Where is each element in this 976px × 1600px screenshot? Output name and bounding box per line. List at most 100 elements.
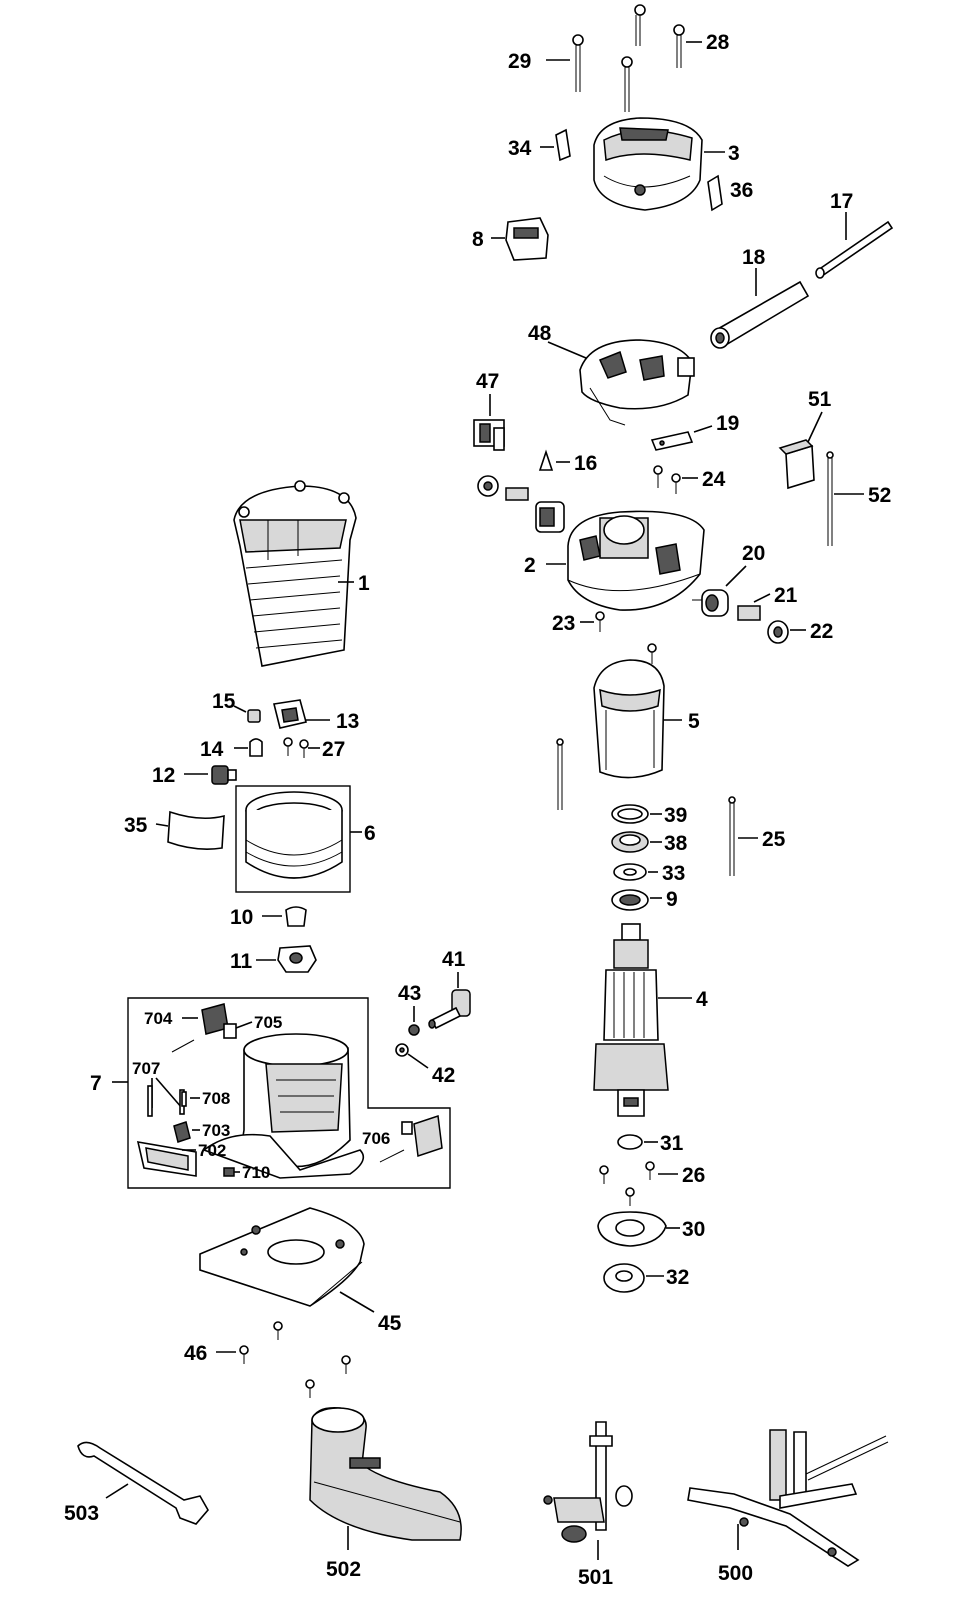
label-500: 500: [718, 1562, 753, 1585]
clip-part-14: [249, 738, 263, 757]
label-38: 38: [664, 832, 688, 855]
knob-part-12: [211, 765, 237, 785]
label-32: 32: [666, 1266, 689, 1289]
lever-part-8: [505, 217, 549, 261]
fixed-base-part-7: [202, 1033, 365, 1179]
edge-guide-part-500: [687, 1429, 889, 1567]
label-42: 42: [432, 1064, 455, 1087]
label-16: 16: [574, 452, 597, 475]
pin-part-708: [181, 1091, 187, 1107]
label-702: 702: [198, 1141, 226, 1160]
ring-part-31: [617, 1134, 643, 1150]
wrench-part-503: [77, 1441, 209, 1525]
armature-part-4: [593, 923, 669, 1117]
long-rod-part-52: [826, 451, 834, 546]
screw-part-26: [599, 1161, 655, 1206]
label-5: 5: [688, 710, 700, 733]
screw-29-part: [572, 34, 633, 112]
label-33: 33: [662, 862, 685, 885]
field-stator-part-5: [593, 643, 665, 779]
label-3: 3: [728, 142, 740, 165]
label-502: 502: [326, 1558, 361, 1581]
label-18: 18: [742, 246, 766, 269]
motor-cap-part-3: [593, 117, 703, 211]
pin-part-707a: [171, 1039, 195, 1053]
screw-24-part: [653, 465, 681, 494]
label-4: 4: [696, 988, 708, 1011]
clamp-part-19: [650, 431, 694, 451]
label-503: 503: [64, 1502, 99, 1525]
label-19: 19: [716, 412, 739, 435]
label-27: 27: [322, 738, 345, 761]
label-2: 2: [524, 554, 536, 577]
washer-part-42: [395, 1043, 409, 1057]
label-34: 34: [508, 137, 532, 160]
label-47: 47: [476, 370, 499, 393]
dust-shroud-part-502: [309, 1407, 462, 1541]
label-25: 25: [762, 828, 786, 851]
lever-part-706: [379, 1114, 443, 1163]
label-1: 1: [358, 572, 370, 595]
bearing-part-9: [611, 889, 649, 911]
pin-part-15: [247, 709, 261, 723]
label-45: 45: [378, 1312, 402, 1335]
washer-part-43: [408, 1024, 420, 1036]
label-26: 26: [682, 1164, 705, 1187]
screw-27-part: [283, 737, 309, 758]
screw-28-part: [634, 4, 685, 68]
switch-part-47: [473, 419, 505, 451]
label-704: 704: [144, 1009, 173, 1028]
label-23: 23: [552, 612, 575, 635]
label-plate-36: [707, 174, 723, 212]
plate-part-30: [597, 1211, 667, 1247]
handle-part-702: [136, 1141, 197, 1177]
bearing-part-38: [611, 831, 649, 853]
label-28: 28: [706, 31, 730, 54]
label-14: 14: [200, 738, 224, 761]
label-9: 9: [666, 888, 678, 911]
label-6: 6: [364, 822, 376, 845]
cap-part-22: [767, 620, 789, 644]
label-8: 8: [472, 228, 484, 251]
switch-housing-part-48: [579, 339, 695, 426]
screw-part-710: [223, 1167, 235, 1177]
brush-part-21: [737, 605, 761, 621]
nut-part-10: [285, 906, 307, 927]
spring-part-705: [223, 1023, 237, 1039]
depth-ring-part-6: [245, 791, 343, 879]
label-706: 706: [362, 1129, 390, 1148]
label-708: 708: [202, 1089, 230, 1108]
edge-guide-part-501: [543, 1421, 633, 1543]
label-31: 31: [660, 1132, 684, 1155]
brush-holder-part-2: [567, 510, 705, 611]
label-22: 22: [810, 620, 833, 643]
label-30: 30: [682, 1218, 705, 1241]
label-21: 21: [774, 584, 798, 607]
label-43: 43: [398, 982, 421, 1005]
label-plate-34: [555, 128, 571, 162]
screw-23-part: [595, 611, 605, 632]
bracket-part-13: [273, 699, 307, 729]
label-29: 29: [508, 50, 531, 73]
long-screw-part-25: [728, 796, 736, 876]
label-11: 11: [230, 950, 253, 973]
label-7: 7: [90, 1072, 102, 1095]
washer-part-33: [613, 863, 647, 881]
brush-block-part-51: [778, 439, 815, 490]
label-35: 35: [124, 814, 148, 837]
ring-part-39: [611, 804, 649, 824]
long-screw-left: [556, 738, 564, 810]
clip-part-703: [173, 1121, 191, 1143]
label-12: 12: [152, 764, 175, 787]
brush-cap-part-20: [692, 589, 729, 617]
washer-part-32: [603, 1263, 645, 1293]
nut-part-11: [277, 945, 317, 973]
label-52: 52: [868, 484, 891, 507]
base-box-part-7: [127, 997, 451, 1189]
label-39: 39: [664, 804, 687, 827]
rod-part-17: [815, 220, 894, 279]
spring-part-16: [538, 449, 554, 471]
label-36: 36: [730, 179, 753, 202]
label-part-35: [167, 810, 225, 850]
